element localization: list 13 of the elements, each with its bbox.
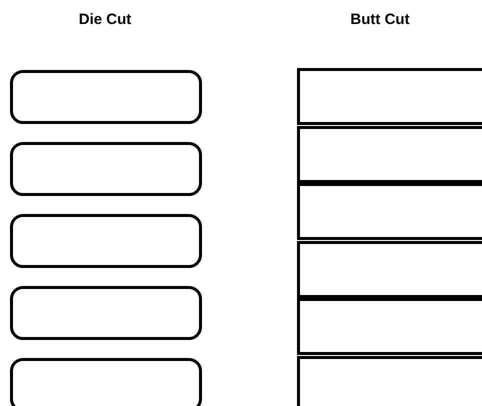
- butt-cut-label: [297, 68, 482, 125]
- butt-cut-label: [297, 183, 482, 240]
- column-heading: Die Cut: [78, 11, 132, 28]
- die-cut-label: [10, 70, 202, 124]
- column-heading: Butt Cut: [350, 11, 410, 28]
- die-cut-label: [10, 142, 202, 196]
- butt-cut-label: [297, 126, 482, 182]
- butt-cut-label: [297, 356, 482, 406]
- die-cut-label: [10, 358, 202, 406]
- die-cut-label: [10, 286, 202, 340]
- butt-cut-label: [297, 298, 482, 355]
- die-cut-label: [10, 214, 202, 268]
- butt-cut-label: [297, 240, 482, 298]
